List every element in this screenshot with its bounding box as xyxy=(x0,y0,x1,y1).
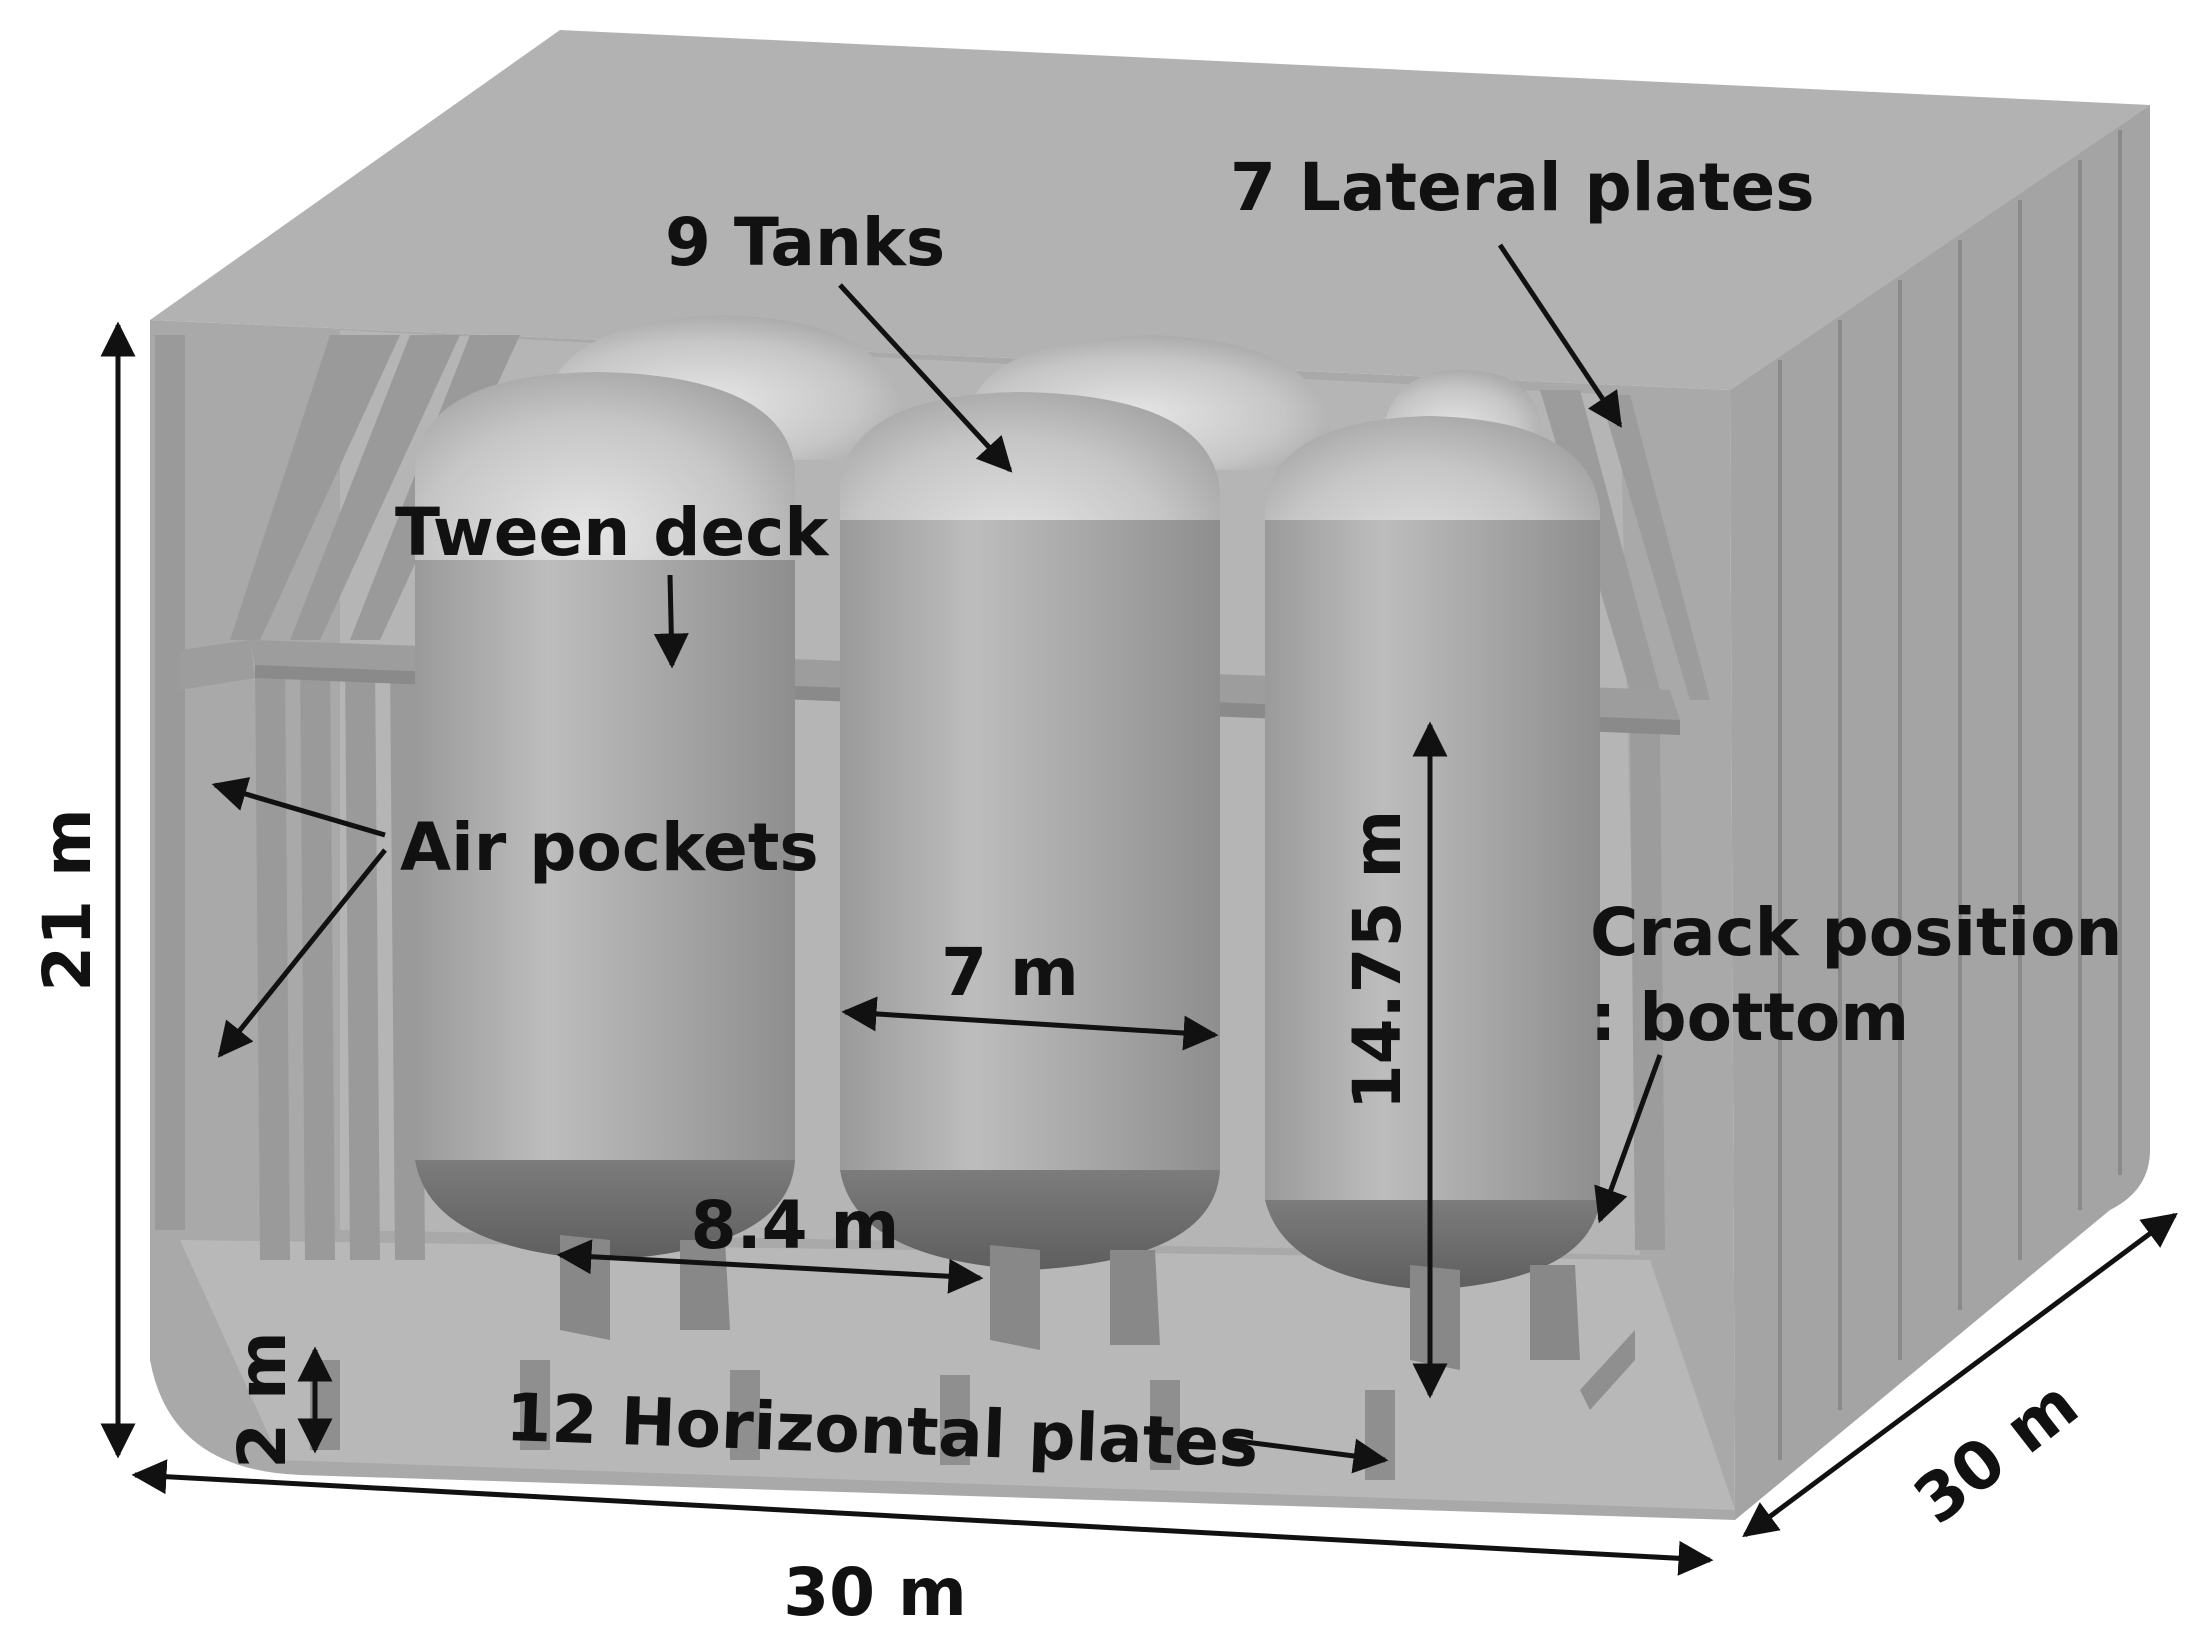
hull-right-face xyxy=(1730,105,2150,1520)
depth-dimension-label: 30 m xyxy=(1900,1365,2092,1539)
horizontal-plates xyxy=(310,1330,1635,1480)
crack-position-label-line1: Crack position xyxy=(1590,894,2123,971)
height-dimension-label: 21 m xyxy=(29,808,106,992)
horizontal-plates-arrow xyxy=(1229,1437,1389,1474)
tank-right xyxy=(1265,416,1600,1290)
crack-position-label-line2: : bottom xyxy=(1590,979,1909,1056)
plate-height-label: 2 m xyxy=(224,1331,301,1469)
hull-top-face xyxy=(150,30,2150,390)
tanks-arrow xyxy=(838,283,1013,473)
depth-dimension-line xyxy=(1742,1212,2178,1538)
tank-diameter-label: 7 m xyxy=(941,934,1079,1011)
tank-diameter-line xyxy=(841,996,1219,1051)
lateral-plates-label: 7 Lateral plates xyxy=(1230,149,1815,226)
tween-deck-arrow xyxy=(653,574,689,669)
lateral-plates-arrow xyxy=(1497,243,1623,428)
tank-spacing-label: 8.4 m xyxy=(691,1187,900,1264)
tank-middle xyxy=(840,392,1220,1270)
tween-deck-label: Tween deck xyxy=(395,494,830,571)
tank-left xyxy=(415,372,795,1260)
air-pockets-label: Air pockets xyxy=(400,809,819,886)
crack-position-arrow xyxy=(1594,1054,1663,1224)
width-dimension-line xyxy=(131,1459,1714,1576)
width-dimension-label: 30 m xyxy=(783,1554,967,1631)
tank-height-label: 14.75 m xyxy=(1339,810,1416,1111)
tanks-label: 9 Tanks xyxy=(665,204,945,281)
air-pockets-arrow-lower xyxy=(217,848,387,1058)
annotation-arrows xyxy=(211,243,1663,1474)
air-pockets-arrow-upper xyxy=(211,777,386,838)
dimension-lines xyxy=(100,321,2178,1576)
tank-spacing-line xyxy=(556,1239,984,1294)
